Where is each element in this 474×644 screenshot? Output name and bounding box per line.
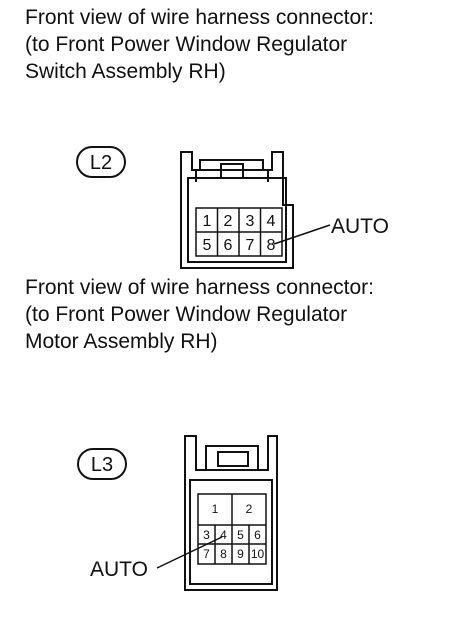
caption-line: Front view of wire harness connector: (25, 276, 374, 299)
l2-callout-label: AUTO (331, 215, 389, 238)
l3-pin-6: 6 (254, 528, 261, 542)
connector-l3: L3 1 2 3 4 5 6 7 8 (77, 435, 278, 591)
connector-l2-id-badge: L2 (76, 146, 126, 178)
l3-pin-3: 3 (203, 528, 210, 542)
connector-l3-pin-grid (197, 493, 267, 565)
l3-pin-10: 10 (251, 547, 265, 561)
l3-pin-4: 4 (220, 528, 227, 542)
l3-pin-9: 9 (237, 547, 244, 561)
switch-connector-caption: Front view of wire harness connector: (t… (25, 4, 374, 85)
connector-l3-housing (184, 435, 278, 591)
connector-l2-id: L2 (90, 152, 112, 174)
l2-callout-leader (273, 224, 331, 245)
l2-pin-6: 6 (224, 237, 233, 254)
l2-pin-5: 5 (203, 237, 212, 254)
l3-callout-leader (156, 536, 223, 569)
caption-line: (to Front Power Window Regulator (25, 303, 348, 326)
l2-pin-7: 7 (246, 237, 255, 254)
caption-line: Switch Assembly RH) (25, 60, 226, 83)
l3-pin-8: 8 (220, 547, 227, 561)
connector-l3-id: L3 (91, 454, 113, 476)
l3-pin-1: 1 (212, 502, 219, 516)
l3-pin-2: 2 (246, 502, 253, 516)
l3-pin-7: 7 (203, 547, 210, 561)
caption-line: (to Front Power Window Regulator (25, 33, 348, 56)
connector-l2: L2 1 2 3 4 5 6 7 8 (76, 146, 389, 269)
l2-pin-2: 2 (224, 213, 233, 230)
l2-pin-4: 4 (267, 213, 276, 230)
connector-l3-id-badge: L3 (77, 448, 127, 480)
caption-line: Front view of wire harness connector: (25, 6, 374, 29)
connector-l2-housing (180, 151, 294, 269)
motor-connector-caption: Front view of wire harness connector: (t… (25, 274, 374, 355)
caption-line: Motor Assembly RH) (25, 330, 218, 353)
l3-pin-5: 5 (237, 528, 244, 542)
connector-l2-pin-grid (195, 207, 283, 257)
l2-pin-1: 1 (203, 213, 212, 230)
l3-callout-label: AUTO (90, 558, 148, 581)
l2-pin-3: 3 (246, 213, 255, 230)
l2-pin-8: 8 (267, 237, 276, 254)
